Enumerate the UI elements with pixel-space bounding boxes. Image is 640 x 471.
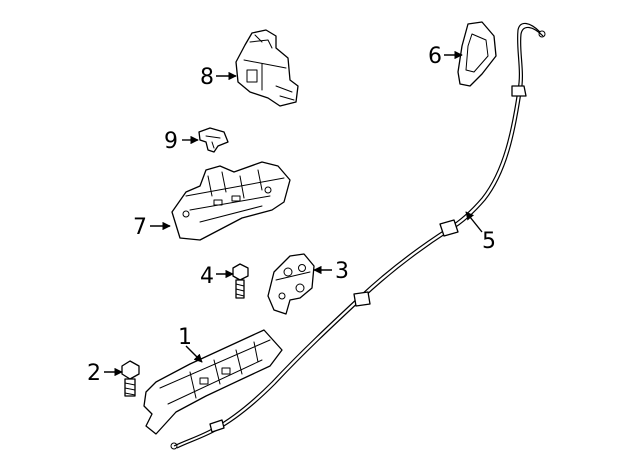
leader-1 (185, 345, 203, 363)
callout-2: 2 (87, 361, 101, 386)
part-6-cover (457, 21, 497, 87)
callout-6: 6 (428, 44, 442, 69)
callout-labels: 1 2 3 4 5 6 7 8 9 (87, 44, 496, 386)
part-3-bracket-plate (267, 253, 315, 315)
callout-1: 1 (178, 325, 192, 350)
part-2-bolt (121, 360, 140, 397)
callout-4: 4 (200, 264, 214, 289)
callout-7: 7 (133, 215, 147, 240)
part-1-handle-assembly (143, 329, 283, 435)
leader-5 (465, 211, 483, 233)
callout-8: 8 (200, 65, 214, 90)
callout-3: 3 (335, 259, 349, 284)
part-5-cable (170, 22, 546, 450)
part-7-bracket-housing (171, 161, 291, 241)
part-8-sensor-module (235, 29, 299, 107)
part-4-bolt (232, 263, 249, 299)
leader-lines (104, 50, 483, 377)
callout-5: 5 (482, 229, 496, 254)
part-9-clip (198, 127, 229, 153)
callout-9: 9 (164, 129, 178, 154)
